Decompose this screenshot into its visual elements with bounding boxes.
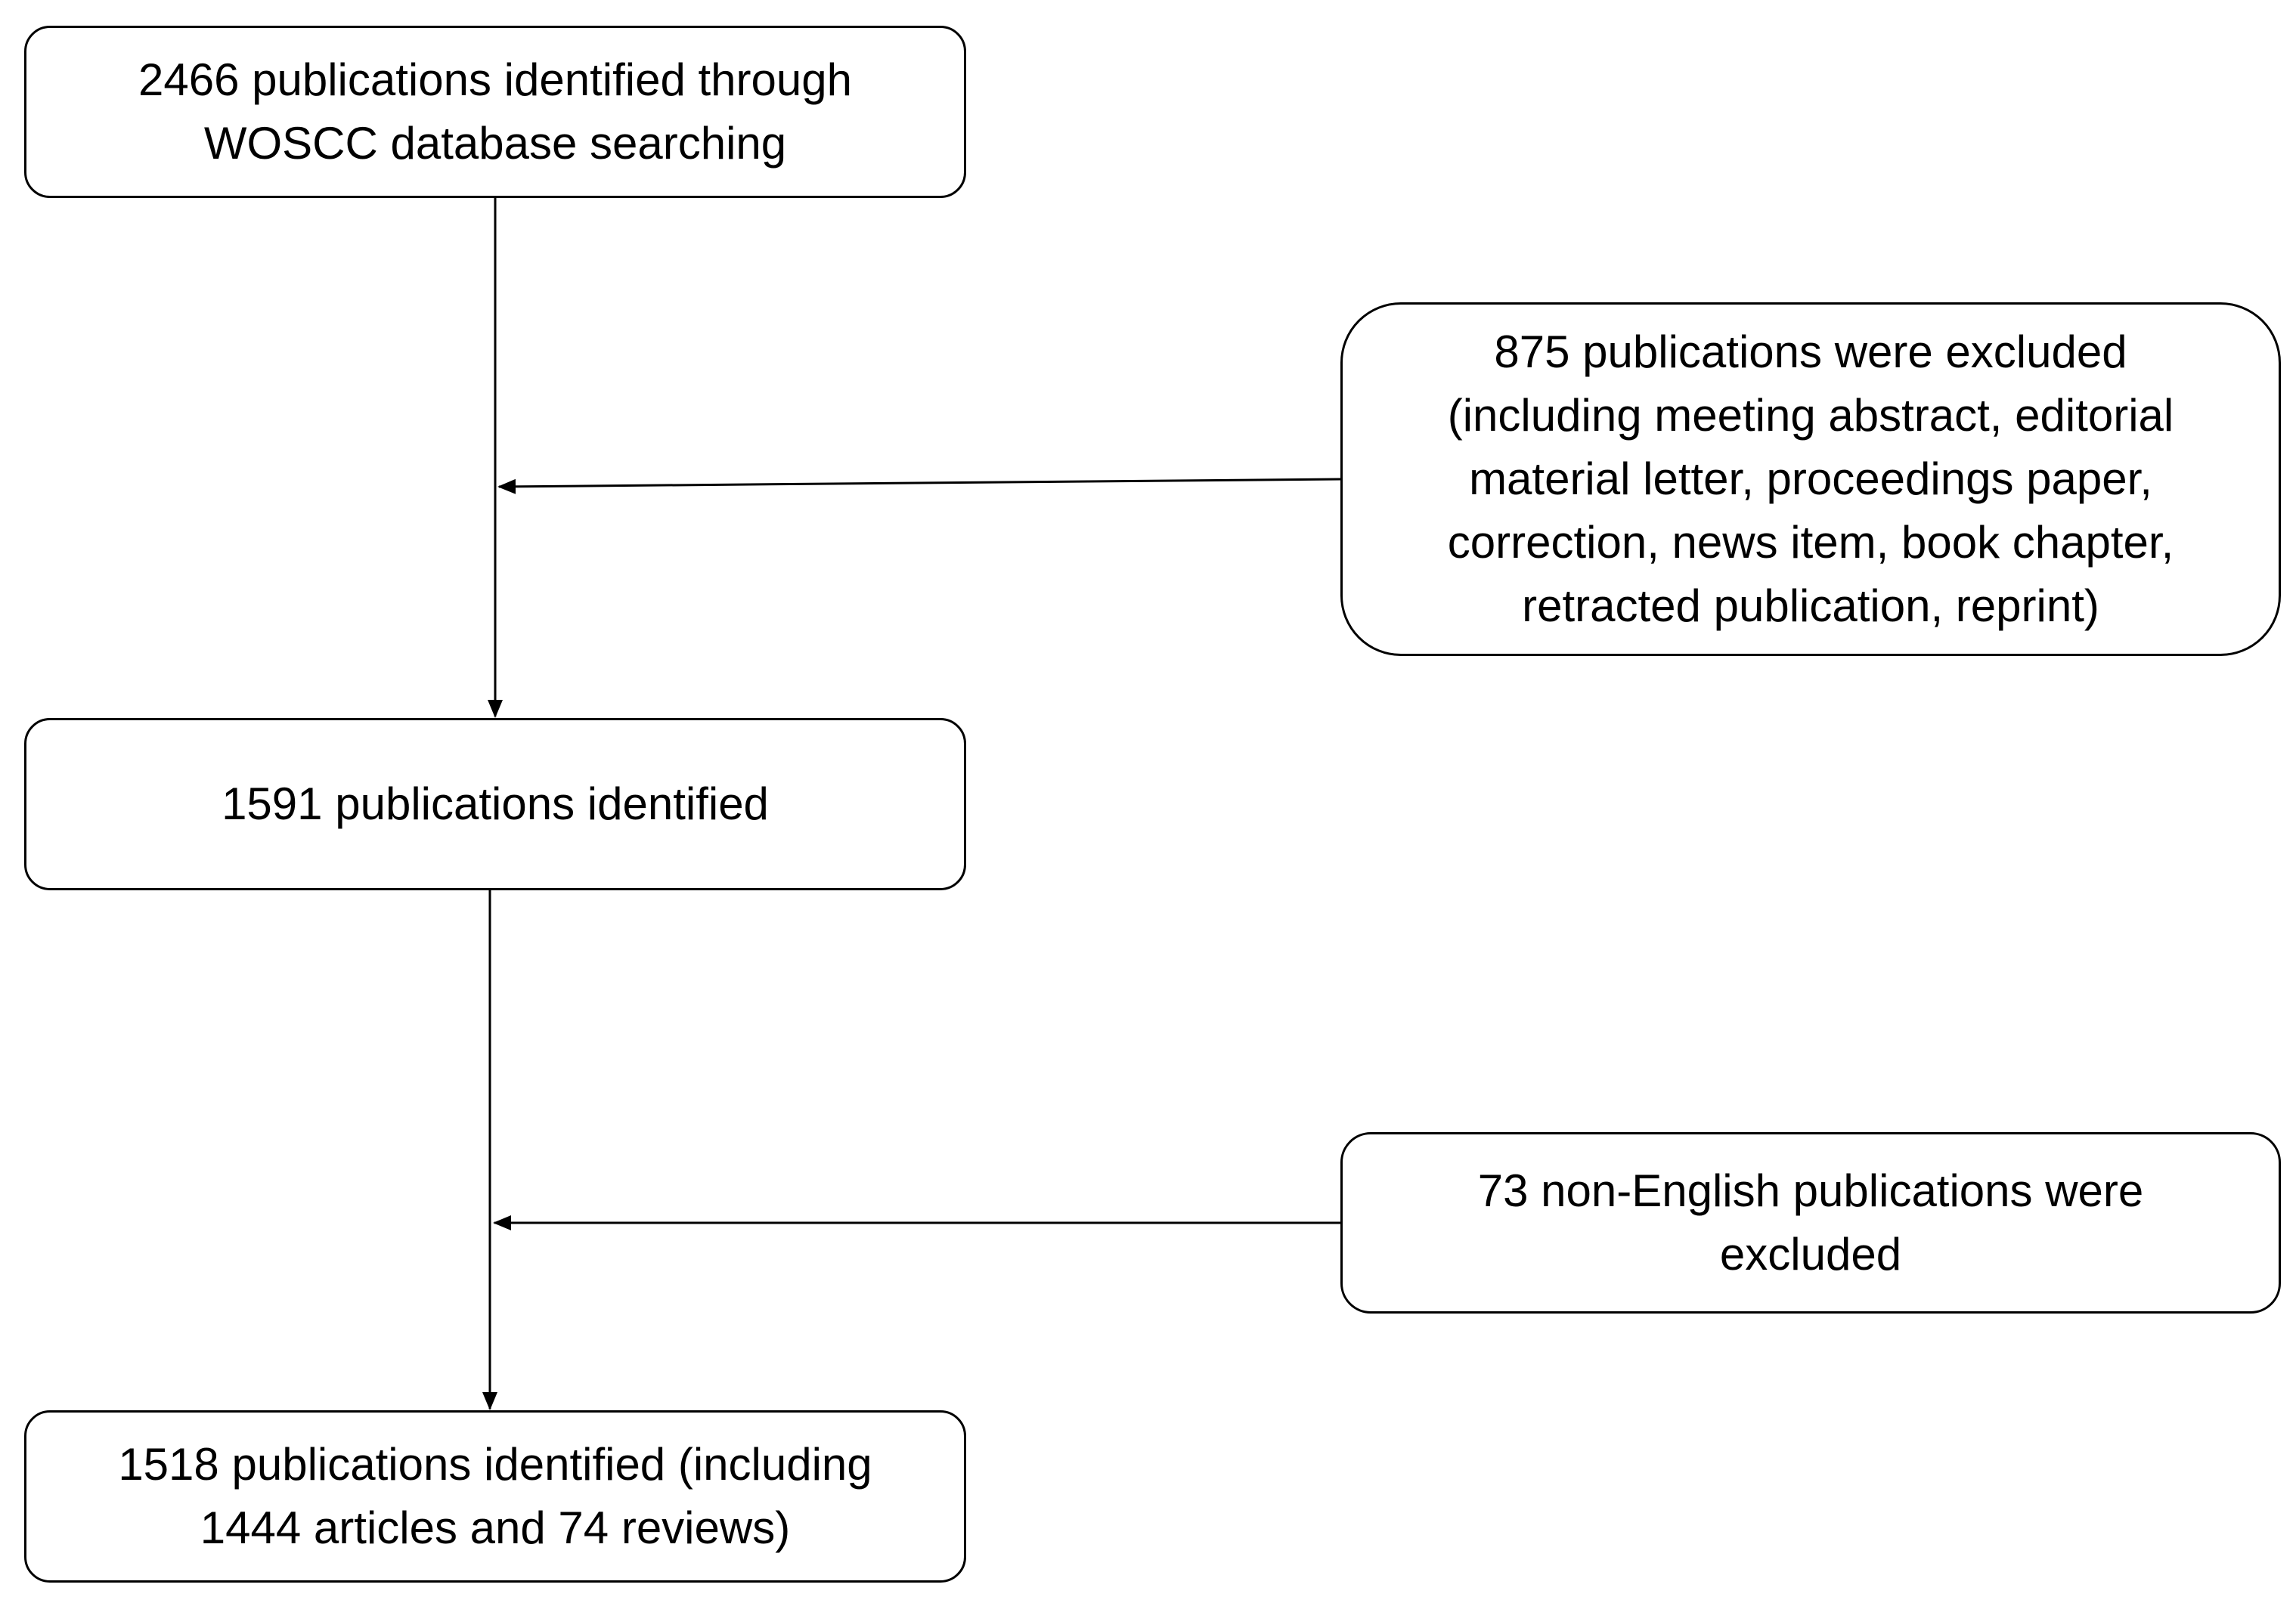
box-text-line: (including meeting abstract, editorial xyxy=(1447,390,2174,441)
box-publications-identified: 1591 publications identified xyxy=(24,718,966,890)
box-text-line: 875 publications were excluded xyxy=(1494,326,2127,377)
box-text-line: excluded xyxy=(1719,1229,1902,1280)
box-text-line: 1518 publications identified (including xyxy=(118,1439,872,1490)
box-text-line: 1444 articles and 74 reviews) xyxy=(200,1502,791,1553)
box-text-line: 73 non-English publications were xyxy=(1477,1165,2144,1216)
box-final-publications: 1518 publications identified (including … xyxy=(24,1410,966,1583)
box-text-line: 1591 publications identified xyxy=(222,778,769,829)
box-text-line: material letter, proceedings paper, xyxy=(1469,453,2152,504)
box-text-line: 2466 publications identified through xyxy=(138,54,853,105)
box-text-line: retracted publication, reprint) xyxy=(1522,580,2099,631)
box-exclusion-non-english: 73 non-English publications were exclude… xyxy=(1340,1132,2281,1314)
box-text-line: correction, news item, book chapter, xyxy=(1447,517,2174,568)
box-exclusion-document-types: 875 publications were excluded (includin… xyxy=(1340,302,2281,656)
box-text-line: WOSCC database searching xyxy=(203,118,787,169)
box-database-search: 2466 publications identified through WOS… xyxy=(24,26,966,198)
arrow-exclusion-1 xyxy=(497,478,1341,494)
